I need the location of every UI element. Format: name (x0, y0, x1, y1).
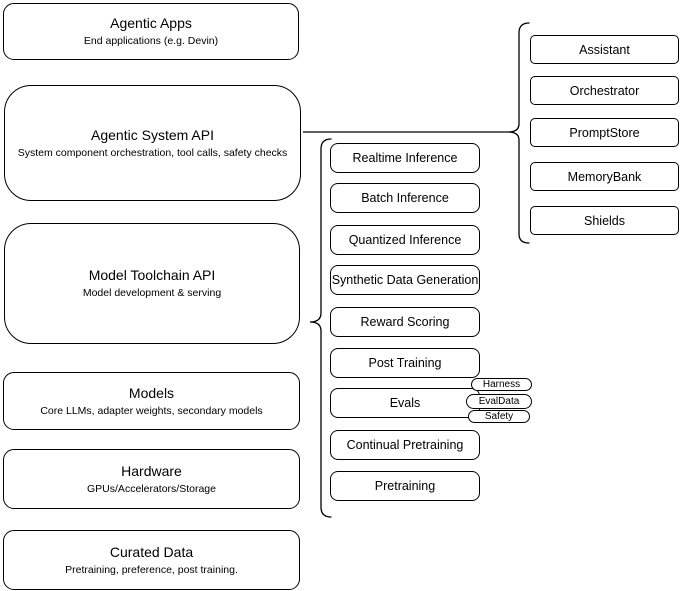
system-item-label: Orchestrator (569, 83, 640, 98)
eval-badge-safety: Safety (468, 410, 530, 423)
node-agentic-apps: Agentic Apps End applications (e.g. Devi… (3, 3, 299, 60)
system-item-label: PromptStore (569, 125, 640, 140)
toolchain-item-batch-inference: Batch Inference (330, 183, 480, 213)
toolchain-item-reward-scoring: Reward Scoring (330, 307, 480, 337)
toolchain-item-realtime-inference: Realtime Inference (330, 143, 480, 173)
toolchain-item-label: Batch Inference (361, 191, 449, 205)
node-subtitle: End applications (e.g. Devin) (83, 35, 219, 47)
node-title: Curated Data (109, 543, 194, 560)
system-item-label: Shields (584, 213, 625, 228)
toolchain-item-label: Realtime Inference (352, 151, 458, 165)
eval-badge-evaldata: EvalData (466, 394, 532, 409)
toolchain-item-label: Post Training (368, 356, 442, 370)
system-item-label: MemoryBank (567, 169, 642, 184)
node-title: Model Toolchain API (88, 267, 216, 283)
node-title: Agentic System API (91, 126, 214, 143)
node-agentic-system-api: Agentic System API System component orch… (4, 85, 301, 201)
system-item-memorybank: MemoryBank (530, 162, 679, 191)
toolchain-item-quantized-inference: Quantized Inference (330, 225, 480, 255)
eval-badge-label: Safety (484, 410, 514, 422)
node-subtitle: System component orchestration, tool cal… (17, 146, 288, 159)
toolchain-item-continual-pretraining: Continual Pretraining (330, 430, 480, 460)
eval-badge-harness: Harness (471, 378, 532, 391)
brace-system-components (507, 22, 530, 244)
toolchain-item-post-training: Post Training (330, 348, 480, 378)
system-item-promptstore: PromptStore (530, 118, 679, 147)
toolchain-item-pretraining: Pretraining (330, 471, 480, 501)
node-subtitle: Core LLMs, adapter weights, secondary mo… (40, 404, 263, 417)
system-item-assistant: Assistant (530, 35, 679, 64)
node-model-toolchain-api: Model Toolchain API Model development & … (4, 223, 300, 344)
node-hardware: Hardware GPUs/Accelerators/Storage (3, 449, 300, 509)
node-subtitle: GPUs/Accelerators/Storage (87, 482, 216, 495)
system-item-orchestrator: Orchestrator (530, 76, 679, 105)
eval-badge-label: Harness (482, 378, 521, 390)
node-title: Models (128, 384, 175, 401)
eval-badge-label: EvalData (478, 395, 520, 407)
toolchain-item-label: Continual Pretraining (346, 438, 464, 452)
system-item-label: Assistant (579, 42, 630, 57)
node-subtitle: Model development & serving (82, 287, 222, 299)
toolchain-item-label: Evals (389, 396, 421, 410)
toolchain-item-label: Pretraining (374, 479, 436, 493)
toolchain-item-label: Quantized Inference (348, 233, 462, 247)
toolchain-item-label: Synthetic Data Generation (331, 273, 479, 287)
brace-toolchain-components (309, 138, 332, 518)
node-subtitle: Pretraining, preference, post training. (65, 563, 238, 576)
toolchain-item-synthetic-data-generation: Synthetic Data Generation (330, 265, 480, 295)
node-title: Agentic Apps (110, 15, 192, 31)
node-curated-data: Curated Data Pretraining, preference, po… (3, 530, 300, 590)
node-title: Hardware (121, 462, 182, 479)
toolchain-item-label: Reward Scoring (360, 315, 450, 329)
node-models: Models Core LLMs, adapter weights, secon… (3, 372, 300, 430)
toolchain-item-evals: Evals (330, 388, 480, 418)
system-item-shields: Shields (530, 206, 679, 235)
